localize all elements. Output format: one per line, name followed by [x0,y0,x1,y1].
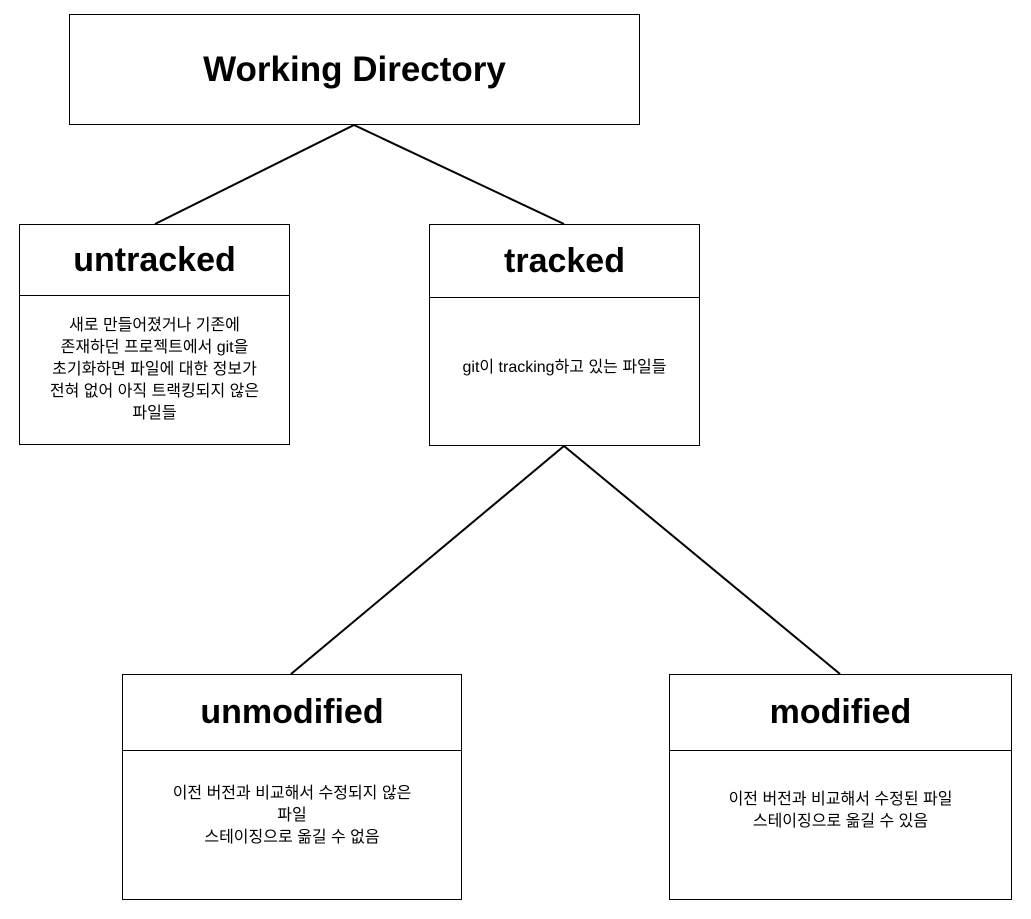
connector-root-to-tracked [353,124,565,225]
connector-tracked-to-unmodified [290,445,565,675]
node-tracked-divider [430,297,699,298]
node-untracked-title: untracked [73,240,236,279]
node-modified-divider [670,750,1011,751]
node-modified-description: 이전 버전과 비교해서 수정된 파일 스테이징으로 옮길 수 있음 [670,751,1011,899]
node-untracked-description-line: 존재하던 프로젝트에서 git을 [60,339,249,356]
node-untracked-description-line: 전혀 없어 아직 트랙킹되지 않은 [49,383,260,400]
node-untracked-divider [20,295,289,296]
node-unmodified: unmodified 이전 버전과 비교해서 수정되지 않은 파일 스테이징으로… [122,674,462,900]
node-modified-title: modified [769,693,912,731]
node-unmodified-title: unmodified [200,693,384,731]
node-untracked-description-line: 새로 만들어졌거나 기존에 [69,317,240,334]
connector-tracked-to-modified [563,445,841,675]
node-unmodified-divider [123,750,461,751]
node-tracked: tracked git이 tracking하고 있는 파일들 [429,224,700,446]
node-modified-description-line: 이전 버전과 비교해서 수정된 파일 [728,791,953,808]
node-untracked-description-line: 초기화하면 파일에 대한 정보가 [52,361,257,378]
connector-root-to-untracked [154,124,355,225]
node-modified: modified 이전 버전과 비교해서 수정된 파일 스테이징으로 옮길 수 … [669,674,1012,900]
node-working-directory-title: Working Directory [203,49,506,89]
node-unmodified-description-line: 스테이징으로 옮길 수 없음 [204,829,380,846]
node-unmodified-description: 이전 버전과 비교해서 수정되지 않은 파일 스테이징으로 옮길 수 없음 [123,751,461,899]
node-untracked: untracked 새로 만들어졌거나 기존에 존재하던 프로젝트에서 git을… [19,224,290,445]
node-modified-description-line: 스테이징으로 옮길 수 있음 [752,813,929,830]
node-untracked-description-line: 파일들 [132,405,177,422]
node-tracked-description-line: git이 tracking하고 있는 파일들 [462,358,667,376]
node-unmodified-description-line: 이전 버전과 비교해서 수정되지 않은 [172,785,412,802]
node-tracked-title: tracked [504,241,625,280]
node-untracked-description: 새로 만들어졌거나 기존에 존재하던 프로젝트에서 git을 초기화하면 파일에… [20,296,289,444]
node-working-directory: Working Directory [69,14,640,125]
node-unmodified-description-line: 파일 [277,807,307,824]
node-tracked-description: git이 tracking하고 있는 파일들 [430,298,699,445]
